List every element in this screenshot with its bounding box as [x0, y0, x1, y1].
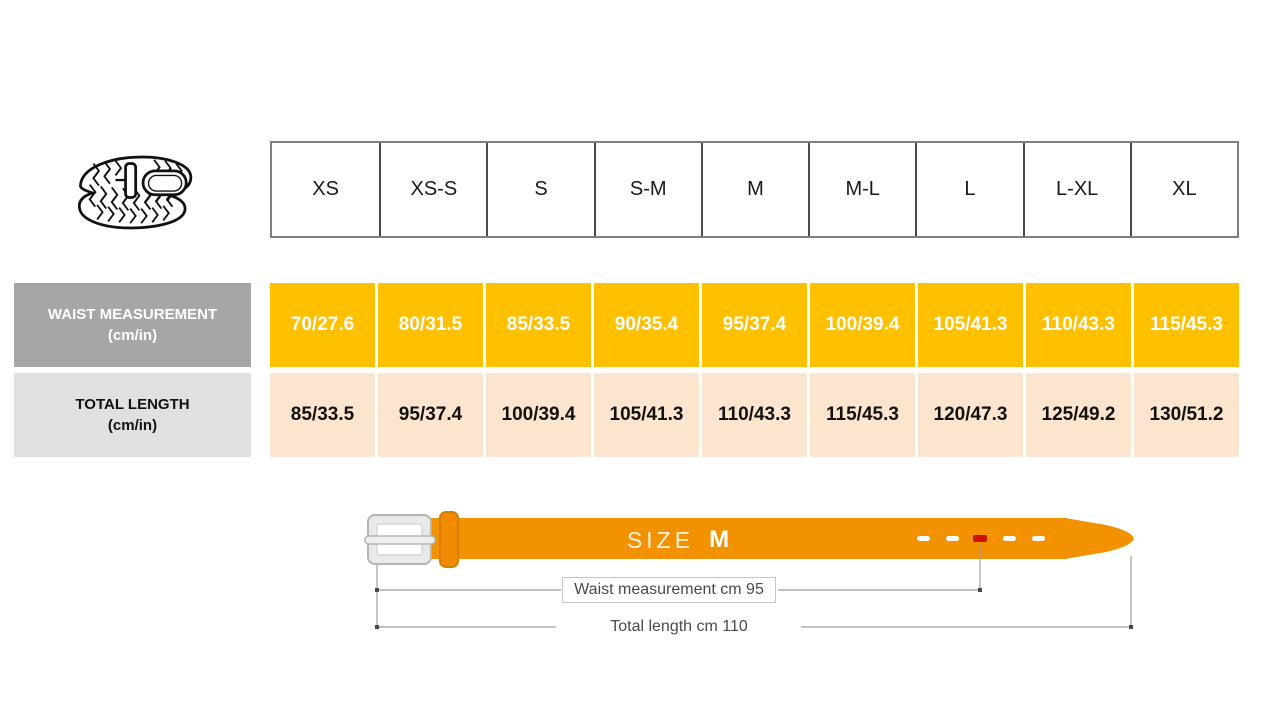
- waist-value-cell: 90/35.4: [594, 283, 699, 367]
- dimension-lines: [376, 545, 1132, 628]
- waist-measurement-label: WAIST MEASUREMENT (cm/in): [14, 283, 251, 367]
- endpoint-dot: [978, 588, 982, 592]
- length-value-cell: 110/43.3: [702, 373, 807, 457]
- belt-tip-oval: [141, 169, 188, 197]
- braided-belt-icon: [77, 155, 193, 230]
- size-header-cell: L-XL: [1022, 143, 1130, 236]
- belt-hole: [946, 536, 959, 541]
- size-header-cell: XS: [312, 178, 339, 200]
- waist-value-cell: 105/41.3: [918, 283, 1023, 367]
- length-value-cell: 130/51.2: [1134, 373, 1239, 457]
- waist-value-cell: 85/33.5: [486, 283, 591, 367]
- length-label-unit: (cm/in): [107, 417, 158, 434]
- size-header-cell: S: [486, 143, 593, 236]
- waist-label-text: WAIST MEASUREMENT: [47, 306, 218, 323]
- length-value-cell: 120/47.3: [918, 373, 1023, 457]
- size-word: SIZE: [626, 526, 695, 553]
- waist-label-unit: (cm/in): [107, 327, 158, 344]
- size-header-cell: L: [915, 143, 1022, 236]
- length-label-text: TOTAL LENGTH: [75, 396, 190, 413]
- belt-hole-selected: [973, 535, 987, 542]
- total-length-caption: Total length cm 110: [610, 618, 748, 635]
- belt-tip-inner: [147, 174, 183, 192]
- buckle-bar: [124, 162, 138, 199]
- buckle-prong: [364, 535, 436, 545]
- endpoint-dot: [1129, 625, 1133, 629]
- waist-value-cell: 115/45.3: [1134, 283, 1239, 367]
- size-header-cell: S-M: [593, 143, 701, 236]
- belt-hole: [1003, 536, 1016, 541]
- length-value-cell: 115/45.3: [810, 373, 915, 457]
- waist-value-cell: 80/31.5: [378, 283, 483, 367]
- length-value-cell: 125/49.2: [1026, 373, 1131, 457]
- dimension-endpoints: [375, 588, 1133, 629]
- belt-hole: [1032, 536, 1045, 541]
- waist-value-cell: 100/39.4: [810, 283, 915, 367]
- belt-tip: [1065, 518, 1134, 559]
- endpoint-dot: [375, 588, 379, 592]
- total-length-label: TOTAL LENGTH (cm/in): [14, 373, 251, 457]
- waist-value-cell: 70/27.6: [270, 283, 375, 367]
- length-value-cell: 100/39.4: [486, 373, 591, 457]
- belt-size-caption: SIZE M: [598, 524, 758, 556]
- length-value-cell: 95/37.4: [378, 373, 483, 457]
- size-value: M: [709, 526, 730, 553]
- size-header-cell: XS-S: [379, 143, 486, 236]
- endpoint-dot: [375, 625, 379, 629]
- length-value-cell: 85/33.5: [270, 373, 375, 457]
- length-value-cell: 105/41.3: [594, 373, 699, 457]
- braid-texture: [88, 159, 183, 224]
- belt-loop: [439, 511, 459, 568]
- waist-measurement-caption: Waist measurement cm 95: [562, 577, 776, 603]
- size-header-cell: XL: [1129, 143, 1237, 236]
- size-header-cell: M-L: [808, 143, 915, 236]
- belt-hole: [917, 536, 930, 541]
- waist-value-cell: 110/43.3: [1026, 283, 1131, 367]
- size-header-cell: M: [700, 143, 808, 236]
- belt-strap: [424, 518, 1067, 559]
- waist-value-cell: 95/37.4: [702, 283, 807, 367]
